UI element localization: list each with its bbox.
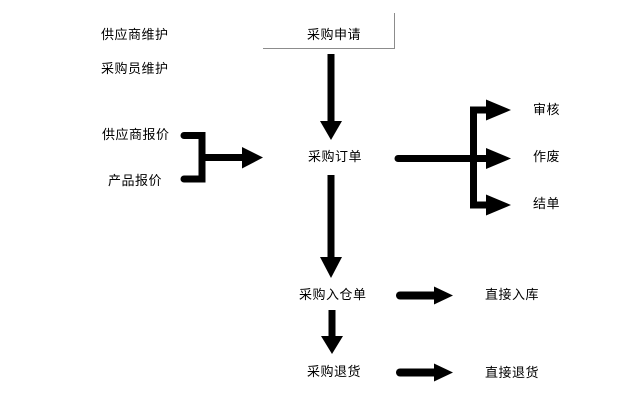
arrow-return-to-direct-return <box>396 363 453 382</box>
node-purchase-order: 采购订单 <box>308 150 363 165</box>
node-purchase-receipt: 采购入仓单 <box>299 288 367 303</box>
purchase-request-frame-line <box>263 13 395 49</box>
node-direct-stock-in: 直接入库 <box>485 288 540 303</box>
node-purchase-request: 采购申请 <box>307 28 362 43</box>
node-product-quote: 产品报价 <box>108 174 163 189</box>
arrow-order-to-statuses <box>394 99 511 216</box>
arrow-receipt-to-stock-in <box>396 286 453 305</box>
node-purchase-return: 采购退货 <box>307 365 362 380</box>
arrow-request-to-order <box>320 54 342 140</box>
arrow-quotes-to-order <box>180 132 263 183</box>
arrow-receipt-to-return <box>321 310 343 354</box>
node-close-order: 结单 <box>533 197 561 212</box>
node-approve: 审核 <box>533 103 561 118</box>
node-cancel: 作废 <box>533 150 561 165</box>
node-direct-return: 直接退货 <box>485 366 540 381</box>
node-supplier-maintenance: 供应商维护 <box>101 28 169 43</box>
node-supplier-quote: 供应商报价 <box>102 128 170 143</box>
arrow-order-to-receipt <box>320 175 342 278</box>
node-buyer-maintenance: 采购员维护 <box>101 62 169 77</box>
